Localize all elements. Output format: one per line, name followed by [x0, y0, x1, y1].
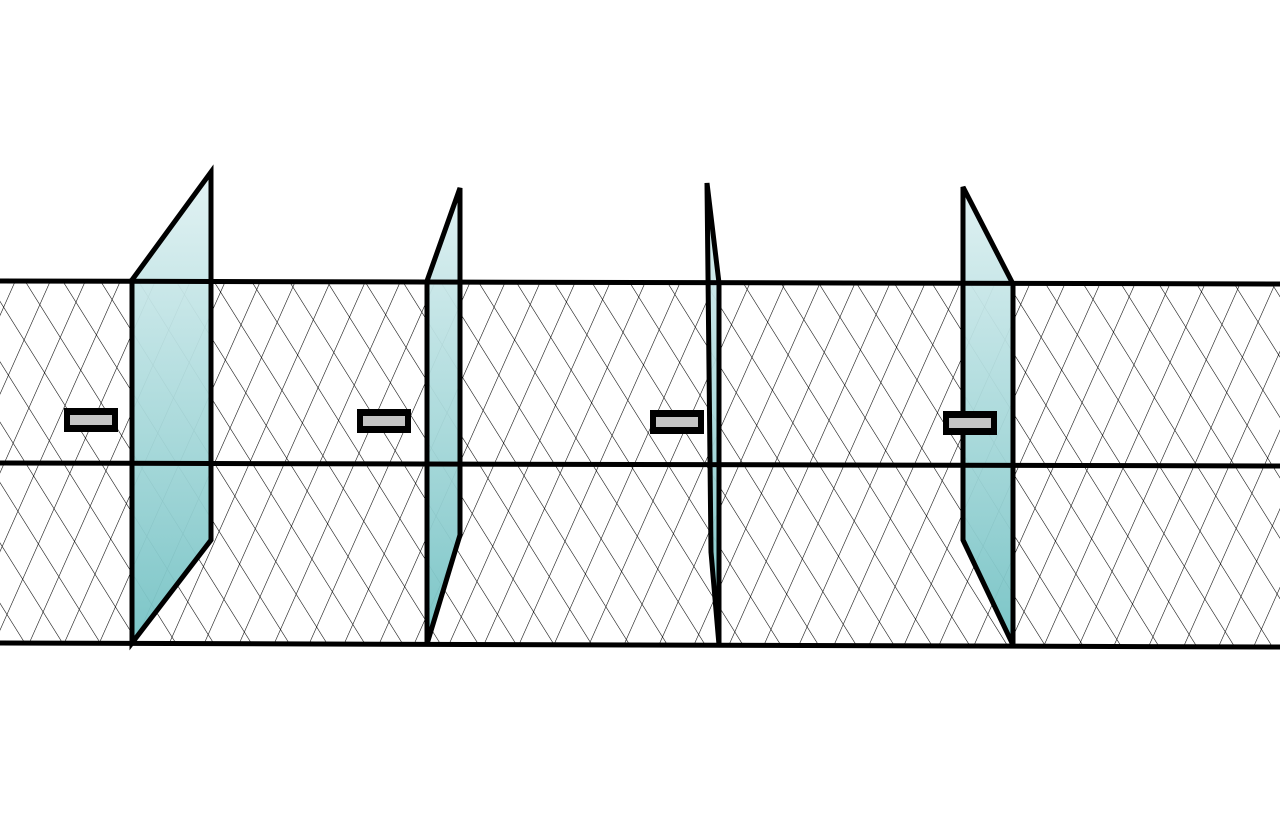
brackets [64, 408, 997, 435]
bracket-icon [650, 410, 704, 434]
middle-rope [0, 460, 1280, 469]
top-rope [0, 278, 1280, 287]
bracket-icon [64, 408, 118, 432]
bracket-icon [357, 409, 411, 433]
net-frame [0, 278, 1280, 650]
bracket-icon [943, 411, 997, 435]
bottom-rope [0, 640, 1280, 650]
